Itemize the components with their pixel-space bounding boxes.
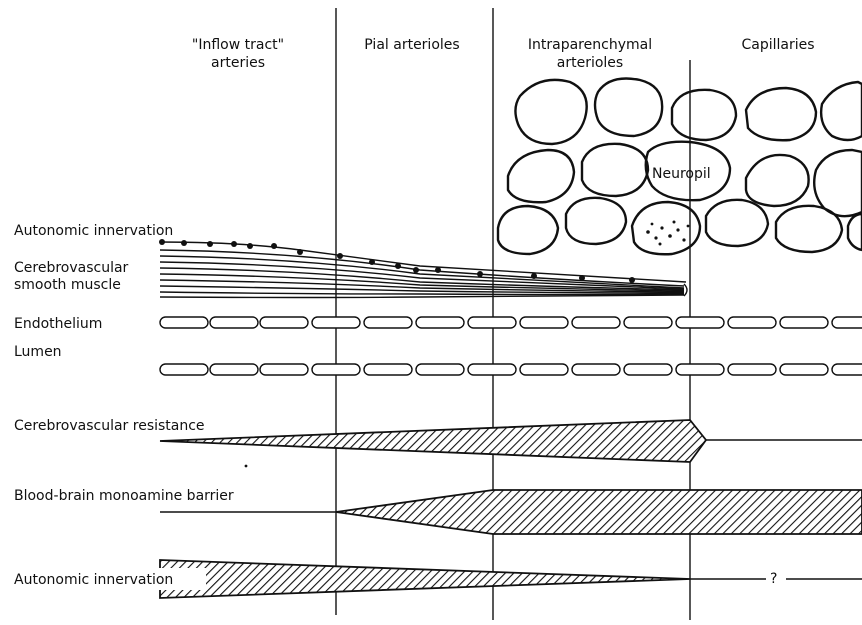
neuropil-cell xyxy=(706,200,768,246)
profile-innervation: Autonomic innervation ? xyxy=(14,560,862,598)
label-cerebrovascular-resistance: Cerebrovascular resistance xyxy=(14,418,205,434)
column-header-intraparenchymal-line2: arterioles xyxy=(557,55,623,71)
profile-resistance: Cerebrovascular resistance xyxy=(14,418,862,467)
neuropil-label: Neuropil xyxy=(652,166,711,182)
column-header-intraparenchymal: Intraparenchymal xyxy=(528,37,652,53)
label-monoamine-barrier: Blood-brain monoamine barrier xyxy=(14,488,234,504)
label-autonomic-innervation: Autonomic innervation xyxy=(14,223,173,239)
neuropil-cell xyxy=(746,155,809,206)
neuropil-cell xyxy=(515,80,586,144)
neuropil-cell xyxy=(821,82,862,140)
granule-dots xyxy=(646,221,689,246)
speck xyxy=(245,465,248,468)
neuropil-cell xyxy=(566,198,626,244)
neuropil-cell xyxy=(776,206,842,252)
resistance-wedge xyxy=(160,420,706,462)
label-smooth-muscle: Cerebrovascular xyxy=(14,260,129,276)
neuropil-cell xyxy=(672,90,736,140)
neuropil-cells: Neuropil xyxy=(498,79,862,255)
column-header-capillaries: Capillaries xyxy=(741,37,814,53)
barrier-wedge xyxy=(336,490,862,534)
label-smooth-muscle-line2: smooth muscle xyxy=(14,277,121,293)
innervation-wedge xyxy=(160,560,690,598)
label-lumen: Lumen xyxy=(14,344,62,360)
column-header-pial: Pial arterioles xyxy=(364,37,459,53)
neuropil-cell xyxy=(498,206,558,254)
profile-barrier: Blood-brain monoamine barrier xyxy=(14,488,862,534)
neuropil-cell xyxy=(582,144,648,196)
label-endothelium: Endothelium xyxy=(14,316,102,332)
unknown-marker: ? xyxy=(770,571,777,587)
endothelium-lower xyxy=(160,364,862,375)
neuropil-cell xyxy=(848,214,862,250)
column-headers: "Inflow tract" arteries Pial arterioles … xyxy=(192,37,815,71)
endothelium-upper xyxy=(160,317,862,328)
column-header-inflow-line2: arteries xyxy=(211,55,265,71)
neuropil-cell xyxy=(508,150,574,202)
neuropil-cell xyxy=(814,150,862,216)
label-autonomic-innervation-profile: Autonomic innervation xyxy=(14,572,173,588)
smooth-muscle-layer xyxy=(160,250,687,298)
neuropil-cell xyxy=(746,88,816,140)
nerve-varicosities xyxy=(159,239,635,283)
neuropil-cell xyxy=(595,79,662,137)
column-header-inflow: "Inflow tract" xyxy=(192,37,284,53)
